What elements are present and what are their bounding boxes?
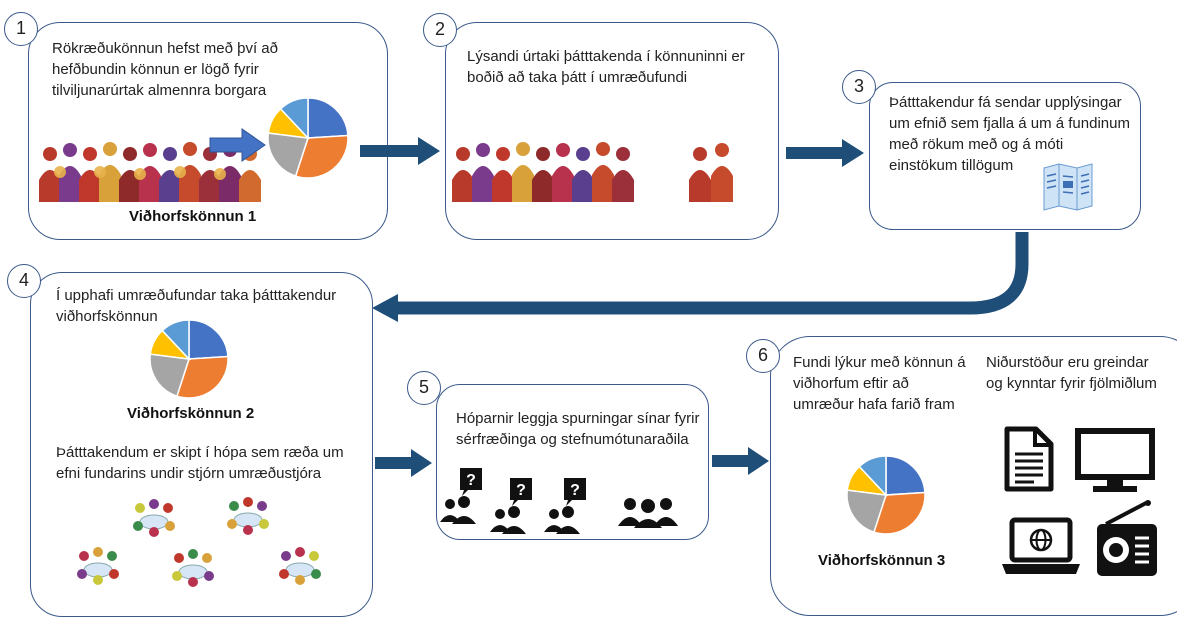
monitor-icon [1075,428,1155,492]
pie-slice [161,319,190,361]
group-table-icon [279,547,321,585]
step-6-text-2: Niðurstöður eru greindar og kynntar fyri… [986,354,1157,392]
pie-slice [267,132,309,177]
pie-slice [188,319,229,360]
flow-arrow-1-2 [360,137,440,165]
people-question-icon: ? [490,478,532,534]
group-table-icon [227,497,269,535]
step-4-number: 4 [7,264,41,298]
pie-chart-icon [149,319,229,399]
people-question-icon: ? [544,478,586,534]
step-2-text: Lýsandi úrtaki þátttakenda í könnuninni … [467,48,745,86]
svg-text:?: ? [516,482,526,499]
people-icon [618,498,678,528]
step-4-caption: Viðhorfskönnun 2 [127,405,255,422]
group-table-icon [77,547,119,585]
pie-slice [149,353,190,398]
pie-slice [307,97,349,139]
pie-slice [873,491,926,535]
step-2-box [445,22,779,240]
svg-text:?: ? [466,472,476,489]
svg-text:?: ? [570,482,580,499]
step-2-number: 2 [423,13,457,47]
step-4-text-2: Þátttakendum er skipt í hópa sem ræða um… [56,444,344,482]
step-5-text: Hóparnir leggja spurningar sínar fyrir s… [456,410,700,448]
step-6-caption: Viðhorfskönnun 3 [818,552,946,569]
pie-slice [858,455,887,497]
flow-arrow-3-4 [372,232,1029,322]
step-4-text: Í upphafi umræðufundar taka þátttakendur… [56,287,337,325]
crowd-icon [39,142,261,202]
step-6-text: Fundi lýkur með könnun á viðhorfum eftir… [793,354,966,413]
step-1-number: 1 [4,12,38,46]
arrow-right-icon [209,128,266,162]
laptop-globe-icon [1002,517,1080,574]
flow-arrow-5-6 [712,447,769,475]
crowd-icon [689,143,733,202]
crowd-icon [452,142,634,202]
step-6-number: 6 [746,339,780,373]
pie-slice [846,489,887,534]
document-icon [1004,426,1054,492]
pie-slice [176,355,229,399]
step-5-number: 5 [407,371,441,405]
pie-slice [885,455,926,496]
radio-icon [1097,500,1157,576]
pie-slice [294,134,349,179]
group-table-icon [172,549,214,587]
brochure-icon [1043,163,1093,211]
flow-arrow-4-5 [375,449,432,477]
step-3-box [869,82,1141,230]
pie-chart-icon [846,455,926,535]
flow-arrow-2-3 [786,139,864,167]
step-3-number: 3 [842,70,876,104]
group-table-icon [133,499,175,537]
people-question-icon: ? [440,468,482,524]
pie-slice [279,97,309,140]
step-1-caption: Viðhorfskönnun 1 [129,208,257,225]
pie-chart-icon [267,97,349,179]
step-1-text: Rökræðukönnun hefst með því að hefðbundi… [52,40,278,99]
step-3-text: Þátttakendur fá sendar upplýsingar um ef… [889,94,1130,174]
